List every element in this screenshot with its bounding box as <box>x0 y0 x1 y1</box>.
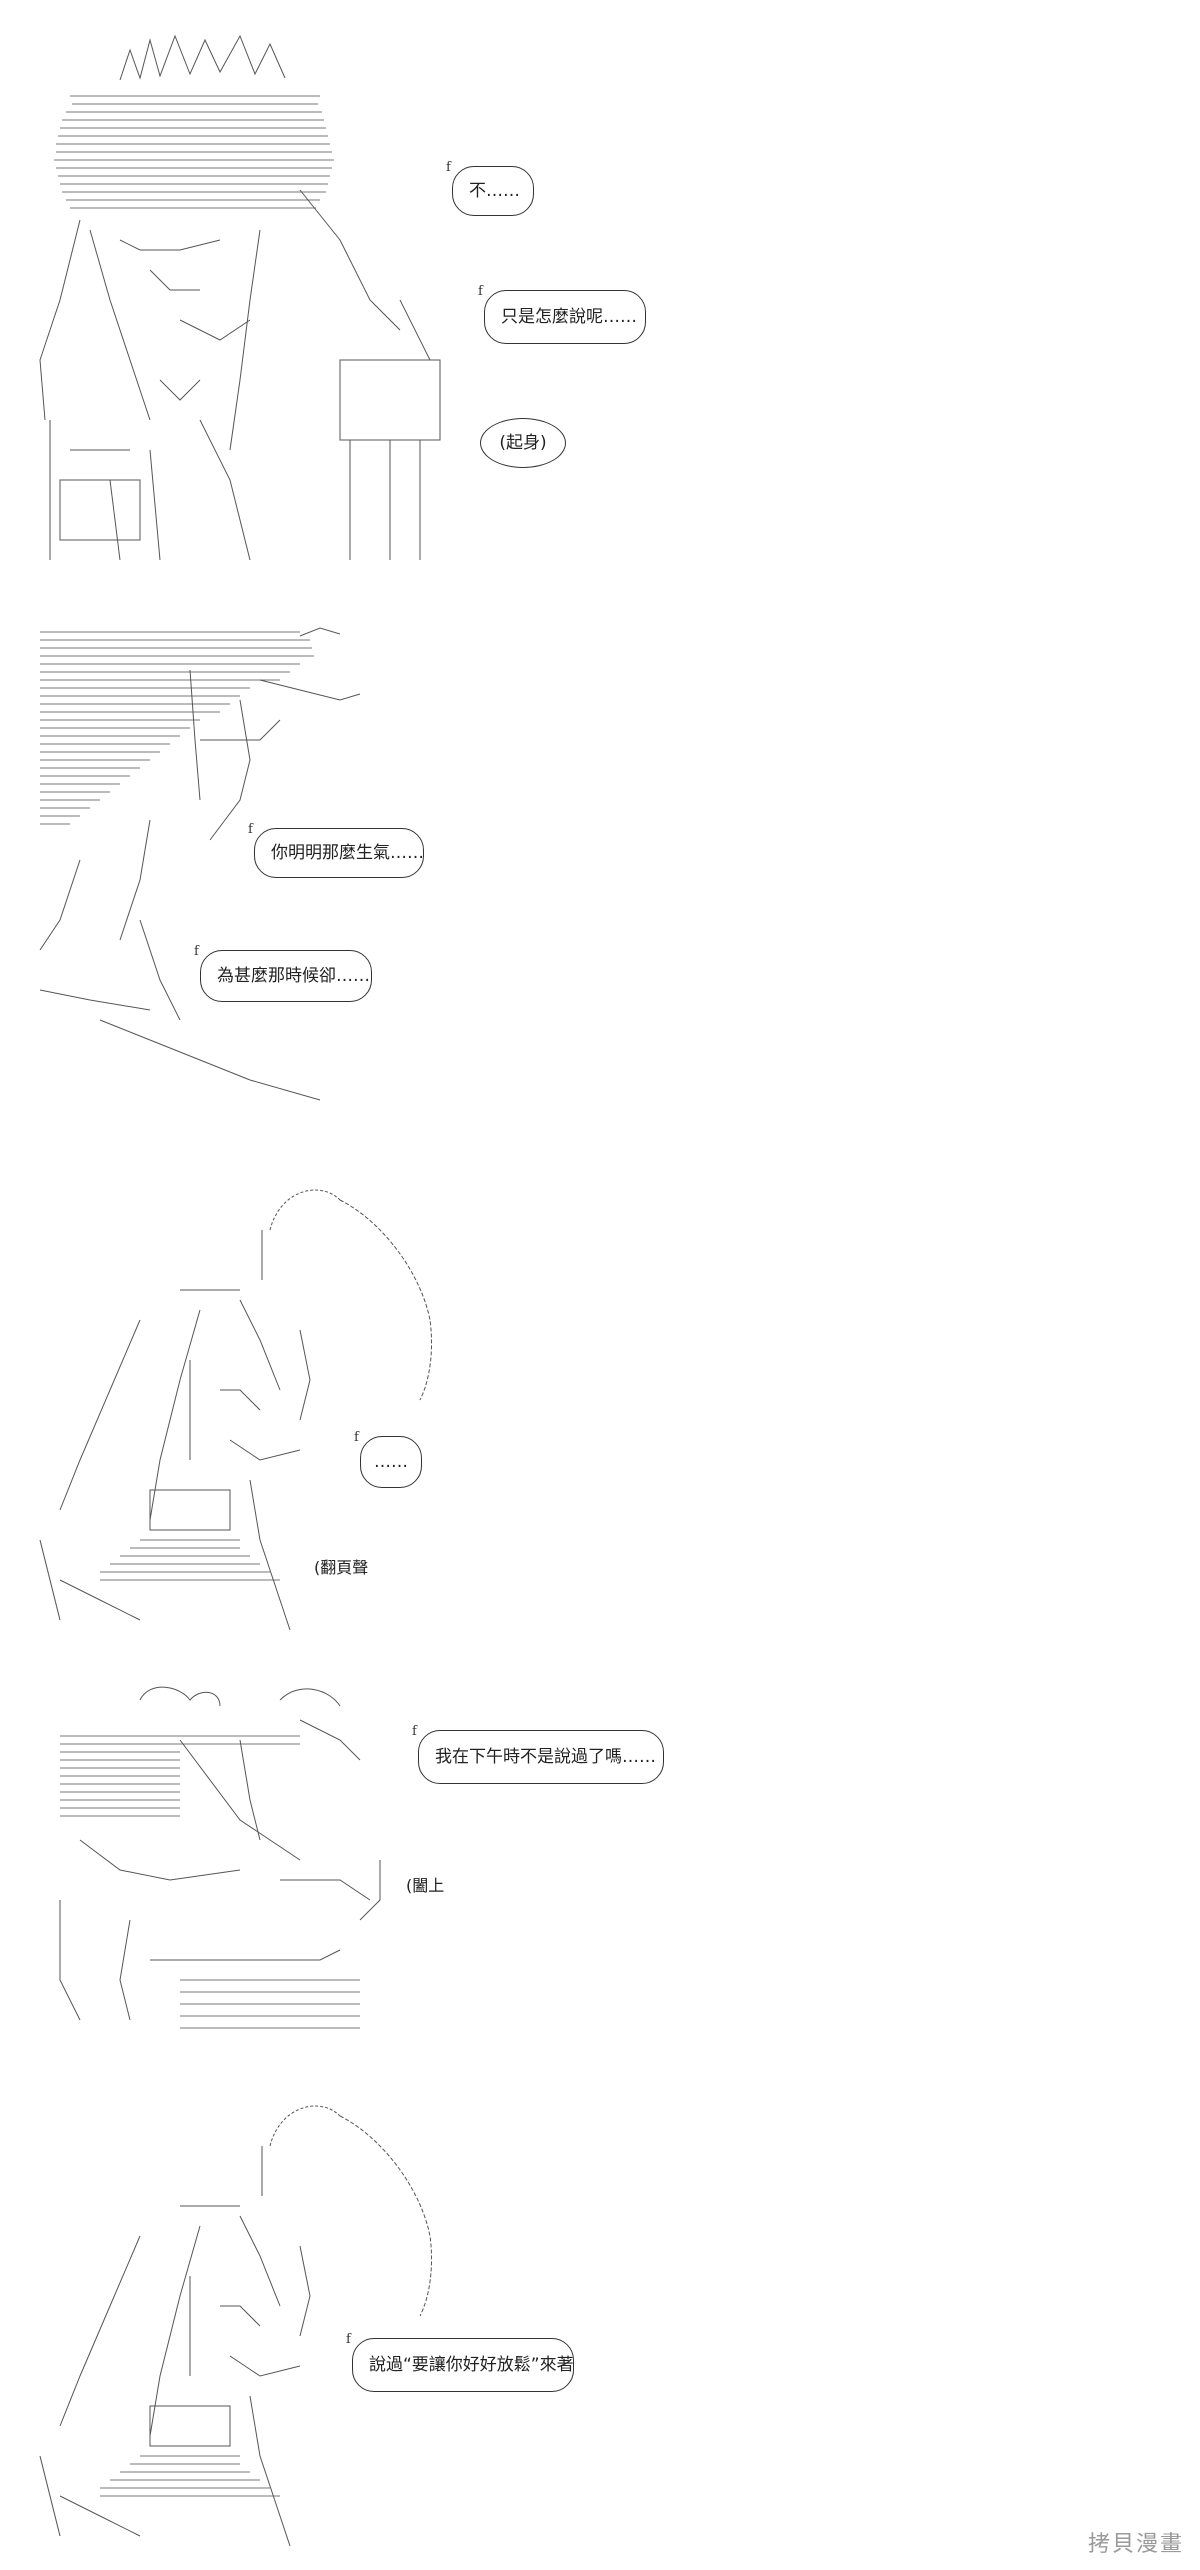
panel-3: f …… (翻頁聲 <box>0 1160 1200 1640</box>
speech-bubble-8: 說過“要讓你好好放鬆”來著 <box>352 2338 574 2392</box>
ascii-art-reading-figure <box>39 1189 432 1631</box>
panel-2: f 你明明那麼生氣…… f 為甚麼那時候卻…… <box>0 620 1200 1140</box>
ascii-art-character-standing <box>39 34 441 561</box>
bubble-tail-mark: f <box>346 2332 351 2347</box>
panel-4: f 我在下午時不是說過了嗎…… (闔上 <box>0 1680 1200 2060</box>
ascii-art-book-closing <box>59 1686 381 2029</box>
bubble-text: (起身) <box>499 432 547 453</box>
bubble-text: 我在下午時不是說過了嗎…… <box>435 1746 656 1767</box>
bubble-tail-mark: f <box>354 1430 359 1445</box>
bubble-text: 只是怎麼說呢…… <box>501 306 637 327</box>
speech-bubble-4: 你明明那麼生氣…… <box>254 828 424 878</box>
bubble-text: 不…… <box>469 180 520 201</box>
ascii-art-reading-figure-repeat <box>39 2105 432 2547</box>
speech-bubble-6: …… <box>360 1436 422 1488</box>
bubble-text: …… <box>374 1451 408 1472</box>
bubble-tail-mark: f <box>194 944 199 959</box>
bubble-tail-mark: f <box>446 160 451 175</box>
bubble-text: 為甚麼那時候卻…… <box>217 965 370 986</box>
panel-5: f 說過“要讓你好好放鬆”來著 <box>0 2090 1200 2570</box>
panel-1: f 不…… f 只是怎麼說呢…… (起身) <box>0 0 1200 580</box>
speech-bubble-3: (起身) <box>480 418 566 468</box>
bubble-text: 說過“要讓你好好放鬆”來著 <box>369 2354 574 2375</box>
sound-effect-text: (翻頁聲 <box>314 1558 369 1577</box>
bubble-tail-mark: f <box>412 1724 417 1739</box>
ascii-art-hair-closeup <box>39 627 361 1101</box>
speech-bubble-2: 只是怎麼說呢…… <box>484 290 646 344</box>
bubble-tail-mark: f <box>478 284 483 299</box>
speech-bubble-5: 為甚麼那時候卻…… <box>200 950 372 1002</box>
bubble-tail-mark: f <box>248 822 253 837</box>
speech-bubble-1: 不…… <box>452 166 534 216</box>
sound-effect-text: (闔上 <box>406 1876 445 1895</box>
speech-bubble-7: 我在下午時不是說過了嗎…… <box>418 1730 664 1784</box>
bubble-text: 你明明那麼生氣…… <box>271 842 424 863</box>
site-watermark: 拷貝漫畫 <box>1087 2532 1184 2557</box>
